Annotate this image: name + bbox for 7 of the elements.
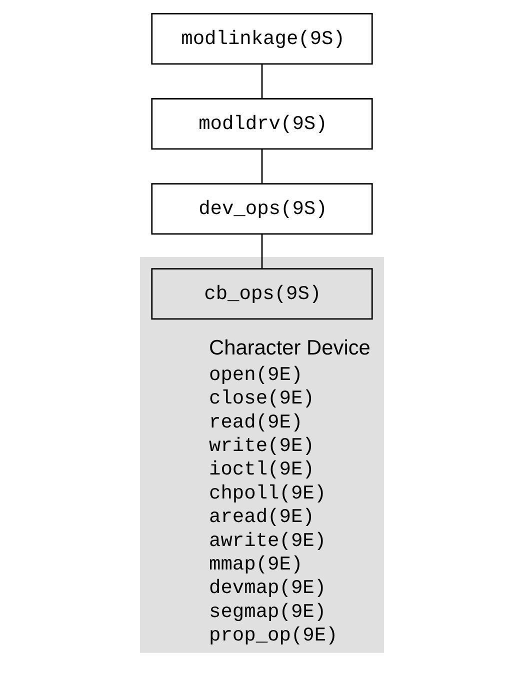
node-box: modldrv(9S) (151, 98, 373, 150)
node-box: cb_ops(9S) (151, 268, 373, 320)
node-box: modlinkage(9S) (151, 13, 373, 65)
connector (261, 149, 263, 184)
node-box: dev_ops(9S) (151, 183, 373, 235)
connector (261, 64, 263, 98)
connector (261, 234, 263, 268)
